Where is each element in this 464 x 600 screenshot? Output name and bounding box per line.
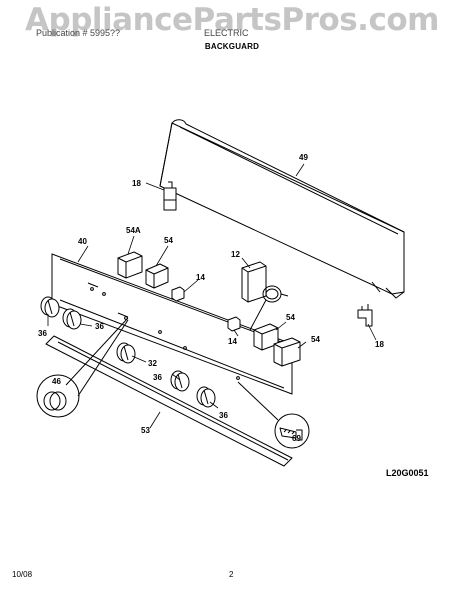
leader-lines bbox=[47, 163, 377, 429]
label-18-bottom: 18 bbox=[375, 340, 384, 349]
clip-14-top bbox=[171, 286, 185, 302]
page-number: 2 bbox=[229, 570, 234, 579]
label-69: 69 bbox=[292, 434, 301, 443]
switch-54-left bbox=[145, 263, 169, 289]
infinite-switch-12 bbox=[241, 261, 289, 331]
knob-36-d bbox=[196, 386, 216, 408]
bracket-bottom bbox=[357, 304, 373, 327]
label-54-mid: 54 bbox=[286, 313, 295, 322]
label-40: 40 bbox=[78, 237, 87, 246]
control-panel bbox=[51, 253, 293, 395]
label-14-bottom: 14 bbox=[228, 337, 237, 346]
label-49: 49 bbox=[299, 153, 308, 162]
label-12: 12 bbox=[231, 250, 240, 259]
label-54-right: 54 bbox=[311, 335, 320, 344]
switch-54-right bbox=[273, 337, 301, 367]
watermark: AppliancePartsPros.com bbox=[25, 2, 439, 38]
backguard-panel bbox=[159, 119, 405, 299]
label-36-c: 36 bbox=[153, 373, 162, 382]
switch-54-mid bbox=[253, 323, 279, 351]
publication-number: Publication # 5995?? bbox=[36, 28, 121, 38]
label-36-b: 36 bbox=[95, 322, 104, 331]
footer-date: 10/08 bbox=[12, 570, 33, 579]
detail-46 bbox=[36, 317, 129, 418]
label-46: 46 bbox=[52, 377, 61, 386]
figure-code: L20G0051 bbox=[386, 468, 429, 478]
bracket-top bbox=[163, 181, 177, 211]
knob-36-b bbox=[62, 308, 82, 330]
label-54-top: 54 bbox=[164, 236, 173, 245]
knob-36-a bbox=[40, 296, 60, 318]
detail-69 bbox=[237, 381, 310, 449]
knob-36-c bbox=[170, 370, 190, 392]
label-36-d: 36 bbox=[219, 411, 228, 420]
section-title: BACKGUARD bbox=[204, 42, 260, 51]
label-18-top: 18 bbox=[132, 179, 141, 188]
trim-strip bbox=[45, 335, 293, 467]
label-53: 53 bbox=[141, 426, 150, 435]
label-36-a: 36 bbox=[38, 329, 47, 338]
part-labels: 49 18 40 54A 54 12 14 14 54 54 18 36 36 … bbox=[38, 153, 384, 443]
label-14-top: 14 bbox=[196, 273, 205, 282]
model-type: ELECTRIC bbox=[204, 28, 249, 38]
clip-14-bottom bbox=[227, 316, 241, 332]
switch-54a bbox=[117, 251, 143, 279]
label-54a: 54A bbox=[126, 226, 141, 235]
knob-32 bbox=[116, 342, 136, 364]
label-32: 32 bbox=[148, 359, 157, 368]
